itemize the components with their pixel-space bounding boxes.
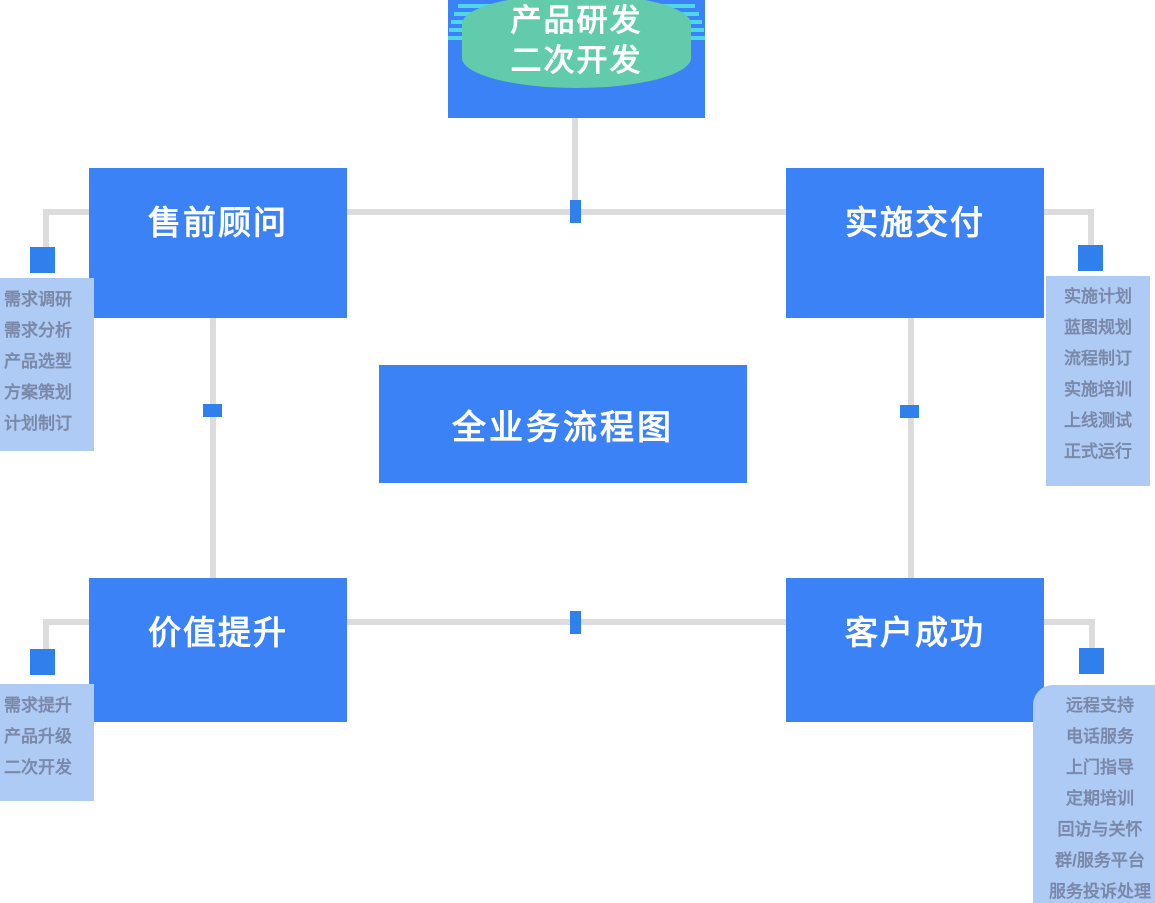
center-title-text: 全业务流程图 — [452, 408, 674, 447]
marker-presales-value — [203, 404, 222, 417]
sublist-item: 需求调研 — [4, 290, 72, 309]
connector-delivery-sublist-h — [1032, 209, 1094, 215]
sublist-item: 方案策划 — [4, 383, 72, 402]
marker-delivery-sublist — [1078, 245, 1103, 271]
sublist-item: 产品升级 — [4, 727, 72, 746]
sublist-item: 群/服务平台 — [1055, 851, 1145, 870]
sublist-presales: 需求调研 需求分析 产品选型 方案策划 计划制订 — [0, 278, 94, 451]
connector-value-sublist-h — [43, 619, 103, 625]
node-product-rd-body[interactable]: 产品研发 二次开发 — [462, 0, 691, 88]
node-delivery-label: 实施交付 — [845, 204, 985, 241]
sublist-item: 需求分析 — [4, 321, 72, 340]
sublist-item: 蓝图规划 — [1064, 318, 1132, 337]
connector-presales-delivery — [330, 209, 805, 215]
sublist-item: 实施培训 — [1064, 380, 1132, 399]
sublist-item: 流程制订 — [1064, 349, 1132, 368]
sublist-item: 上门指导 — [1066, 758, 1134, 777]
node-value-label: 价值提升 — [148, 614, 288, 651]
sublist-item: 需求提升 — [4, 696, 72, 715]
sublist-item: 回访与关怀 — [1057, 820, 1143, 839]
marker-top-center — [570, 200, 581, 223]
connector-value-success — [330, 619, 805, 625]
marker-success-sublist — [1079, 648, 1104, 674]
connector-value-sublist-v — [43, 619, 49, 666]
marker-value-sublist — [30, 649, 55, 675]
sublist-item: 电话服务 — [1066, 727, 1134, 746]
sublist-item: 服务投诉处理 — [1049, 882, 1151, 901]
connector-delivery-sublist-v — [1088, 209, 1094, 261]
marker-delivery-success — [900, 405, 919, 418]
connector-presales-sublist-v — [43, 209, 49, 264]
node-product-rd-line2: 二次开发 — [510, 43, 643, 78]
sublist-item: 远程支持 — [1066, 696, 1134, 715]
sublist-item: 计划制订 — [4, 414, 72, 433]
marker-presales-sublist — [30, 247, 55, 273]
node-presales[interactable]: 售前顾问 — [89, 168, 347, 318]
sublist-delivery: 实施计划 蓝图规划 流程制订 实施培训 上线测试 正式运行 — [1046, 276, 1150, 486]
connector-success-sublist-h — [1030, 619, 1095, 625]
connector-presales-sublist-h — [43, 209, 103, 215]
connector-delivery-success — [908, 260, 914, 580]
connector-success-sublist-v — [1089, 619, 1095, 669]
node-success[interactable]: 客户成功 — [786, 578, 1044, 722]
node-success-label: 客户成功 — [845, 614, 985, 651]
connector-presales-value — [210, 260, 216, 580]
node-delivery[interactable]: 实施交付 — [786, 168, 1044, 318]
sublist-item: 二次开发 — [4, 758, 72, 777]
node-presales-label: 售前顾问 — [148, 204, 288, 241]
sublist-item: 实施计划 — [1064, 287, 1132, 306]
center-title: 全业务流程图 — [379, 365, 747, 483]
sublist-success: 远程支持 电话服务 上门指导 定期培训 回访与关怀 群/服务平台 服务投诉处理 — [1033, 685, 1155, 903]
sublist-item: 正式运行 — [1064, 442, 1132, 461]
sublist-item: 产品选型 — [4, 352, 72, 371]
marker-bottom-center — [570, 611, 581, 634]
sublist-value: 需求提升 产品升级 二次开发 — [0, 684, 94, 801]
node-value[interactable]: 价值提升 — [89, 578, 347, 722]
node-product-rd[interactable]: 产品研发 二次开发 — [448, 0, 705, 118]
sublist-item: 上线测试 — [1064, 411, 1132, 430]
sublist-item: 定期培训 — [1066, 789, 1134, 808]
node-product-rd-line1: 产品研发 — [510, 3, 643, 39]
